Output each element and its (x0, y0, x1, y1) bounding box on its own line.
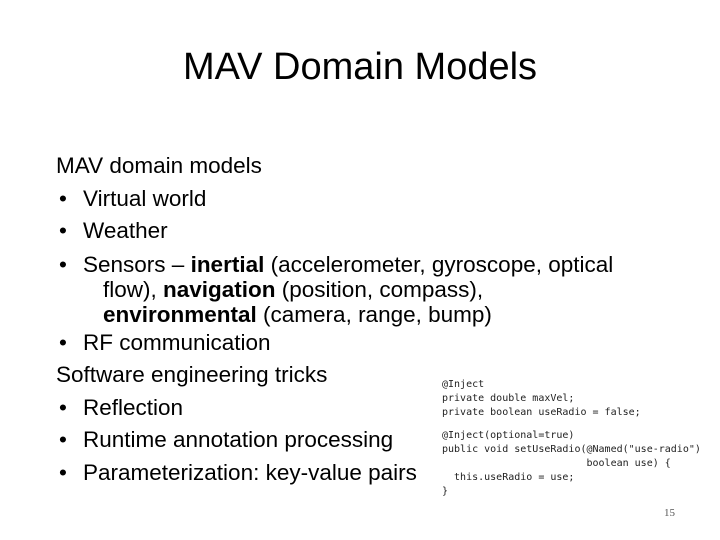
slide-body: MAV domain models • Virtual world • Weat… (56, 150, 676, 489)
code-line: } (442, 486, 449, 497)
sensors-environmental: environmental (103, 301, 257, 327)
bullet-virtual-world: • Virtual world (56, 183, 676, 216)
bullet-dot: • (59, 427, 67, 452)
code-line: private boolean useRadio = false; (442, 407, 641, 418)
bullet-dot: • (59, 329, 67, 355)
bullet-text: Weather (83, 218, 168, 243)
sensors-prefix: Sensors – (83, 251, 191, 277)
bullet-text: Runtime annotation processing (83, 427, 394, 452)
code-line: @Inject(optional=true) (442, 430, 575, 441)
bullet-dot: • (59, 394, 67, 420)
code-line: public void setUseRadio(@Named("use-radi… (442, 444, 701, 455)
code-line: this.useRadio = use; (442, 472, 575, 483)
bullet-dot: • (59, 459, 67, 485)
bullet-parameterization: • Parameterization: key-value pairs (56, 457, 676, 490)
bullet-text: Parameterization: key-value pairs (83, 459, 417, 485)
sensors-flow: flow), (103, 276, 164, 302)
sensors-environmental-detail: (camera, range, bump) (256, 301, 492, 327)
bullet-dot: • (59, 185, 67, 211)
code-line: private double maxVel; (442, 393, 575, 404)
code-line: boolean use) { (442, 458, 671, 469)
bullet-text: RF communication (83, 329, 271, 355)
sensors-inertial: inertial (190, 251, 265, 277)
sensors-navigation: navigation (163, 276, 276, 302)
code-snippet: @Inject private double maxVel; private b… (442, 378, 718, 499)
bullet-rf-communication: • RF communication (56, 327, 676, 360)
bullet-dot: • (59, 251, 67, 277)
sensors-inertial-detail: (accelerometer, gyroscope, optical (264, 251, 614, 277)
page-number: 15 (664, 507, 675, 519)
bullet-weather: • Weather (56, 215, 676, 248)
bullet-annotation-processing: • Runtime annotation processing (56, 424, 676, 457)
heading-software-engineering: Software engineering tricks (56, 362, 328, 387)
bullet-text: Virtual world (83, 185, 207, 211)
bullet-sensors: • Sensors – inertial (accelerometer, gyr… (56, 248, 676, 327)
bullet-dot: • (59, 218, 67, 243)
code-spacer (442, 420, 718, 429)
heading-mav-domain-models: MAV domain models (56, 153, 262, 178)
bullet-reflection: • Reflection (56, 392, 676, 425)
bullet-text: Reflection (83, 394, 184, 420)
slide-title: MAV Domain Models (182, 46, 538, 88)
code-line: @Inject (442, 379, 485, 390)
sensors-navigation-detail: (position, compass), (275, 276, 484, 302)
